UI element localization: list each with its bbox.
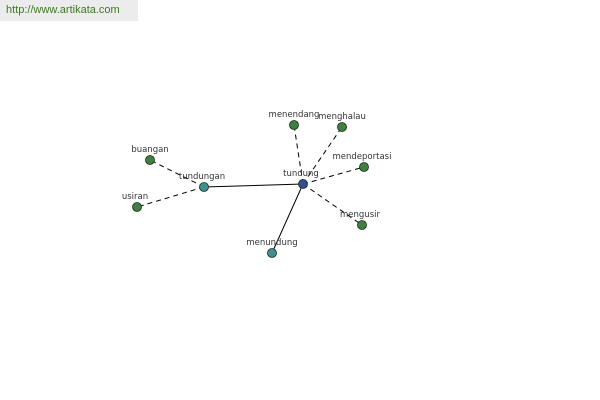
nodes-layer [132, 120, 369, 258]
edge-tundung-menundung [271, 183, 304, 254]
node-label-tundungan[interactable]: tundungan [179, 172, 225, 182]
edge-tundungan-usiran [136, 186, 205, 208]
node-menghalau[interactable] [337, 122, 347, 132]
edge-tundung-menghalau [302, 126, 343, 185]
node-menendang[interactable] [289, 120, 299, 130]
node-menundung[interactable] [267, 248, 277, 258]
node-label-menendang[interactable]: menendang [269, 110, 320, 120]
edge-tundungan-buangan [149, 159, 205, 188]
node-label-menghalau[interactable]: menghalau [318, 112, 366, 122]
edge-tundung-mengusir [302, 183, 363, 226]
node-label-mendeportasi[interactable]: mendeportasi [333, 152, 392, 162]
node-tundungan[interactable] [199, 182, 209, 192]
labels-layer: tundung tundungan menundung menendangmengha… [122, 110, 392, 248]
node-label-buangan[interactable]: buangan [131, 145, 168, 155]
site-link[interactable]: http://www.artikata.com [6, 4, 120, 16]
url-header: http://www.artikata.com [0, 0, 138, 21]
edge-tundung-mendeportasi [302, 166, 365, 185]
edge-tundung-tundungan [203, 183, 304, 188]
node-mengusir[interactable] [357, 220, 367, 230]
node-usiran[interactable] [132, 202, 142, 212]
node-label-mengusir[interactable]: mengusir [340, 210, 380, 220]
node-mendeportasi[interactable] [359, 162, 369, 172]
node-label-usiran[interactable]: usiran [122, 192, 148, 202]
edge-tundung-menendang [293, 124, 304, 185]
node-label-menundung[interactable]: menundung [246, 238, 297, 248]
node-tundung[interactable] [298, 179, 308, 189]
node-label-tundung[interactable]: tundung [283, 169, 319, 179]
edges-layer [136, 124, 365, 254]
node-buangan[interactable] [145, 155, 155, 165]
